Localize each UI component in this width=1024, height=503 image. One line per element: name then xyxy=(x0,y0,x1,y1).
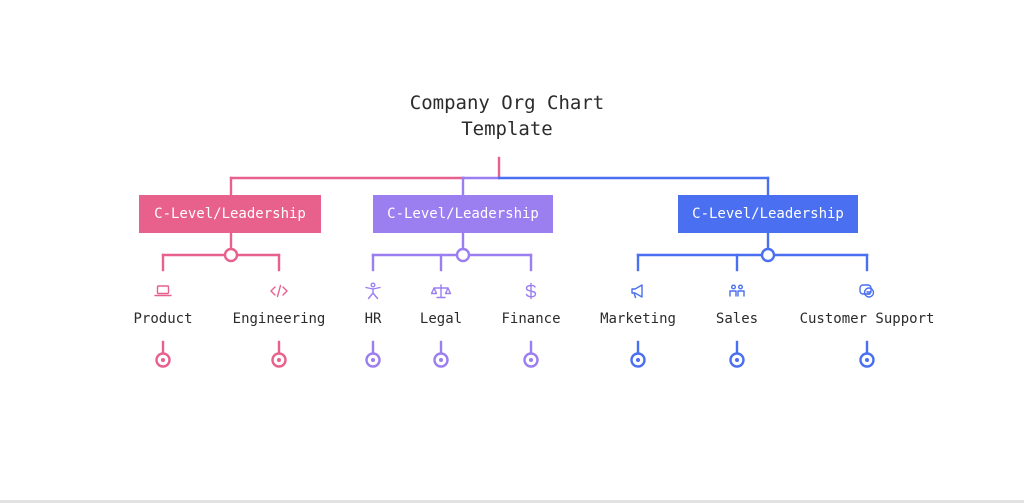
junction-purple xyxy=(455,247,471,263)
scales-icon xyxy=(430,284,452,299)
dept-label-finance: Finance xyxy=(501,311,561,327)
laptop-icon xyxy=(154,285,172,297)
node-dot-customer-support xyxy=(865,358,869,362)
dollar-icon xyxy=(525,282,537,300)
junction-blue xyxy=(760,247,776,263)
node-dot-engineering xyxy=(277,358,281,362)
chart-title-line-2: Template xyxy=(461,118,553,140)
node-dot-legal xyxy=(439,358,443,362)
leadership-box-pink[interactable]: C-Level/Leadership xyxy=(139,195,321,233)
leadership-box-purple[interactable]: C-Level/Leadership xyxy=(373,195,553,233)
dept-label-product: Product xyxy=(133,311,193,327)
node-dot-hr xyxy=(371,358,375,362)
dept-label-customer-support: Customer Support xyxy=(799,311,935,327)
junction-pink xyxy=(223,247,239,263)
chart-title-line-1: Company Org Chart xyxy=(409,92,605,114)
megaphone-icon xyxy=(631,284,643,299)
leadership-box-blue[interactable]: C-Level/Leadership xyxy=(678,195,858,233)
node-dot-sales xyxy=(735,358,739,362)
node-dot-product xyxy=(161,358,165,362)
node-dot-marketing xyxy=(636,358,640,362)
code-icon xyxy=(270,284,288,298)
people-icon xyxy=(729,284,745,297)
chart-title: Company Org Chart Template xyxy=(362,90,652,142)
dept-label-engineering: Engineering xyxy=(232,311,326,327)
bottom-divider xyxy=(0,500,1024,503)
chat-icon xyxy=(859,284,875,298)
dept-label-hr: HR xyxy=(364,311,382,327)
dept-label-marketing: Marketing xyxy=(600,311,676,327)
node-dot-finance xyxy=(529,358,533,362)
dept-label-sales: Sales xyxy=(715,311,759,327)
person-icon xyxy=(365,282,381,300)
dept-label-legal: Legal xyxy=(419,311,463,327)
